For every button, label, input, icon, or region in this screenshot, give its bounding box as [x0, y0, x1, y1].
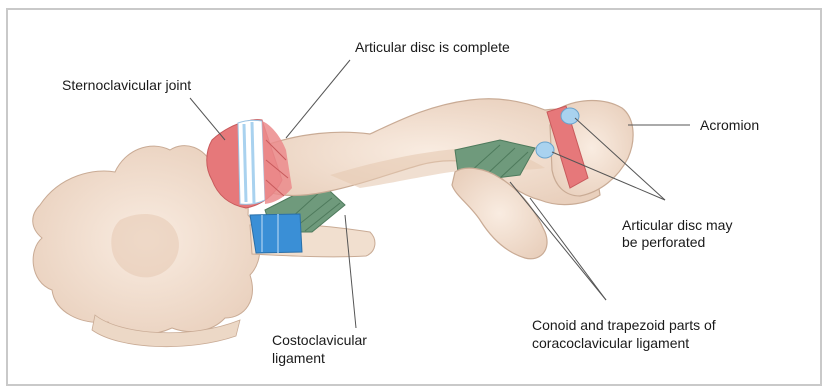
label-coracoclavicular-1: Conoid and trapezoid parts of	[532, 317, 716, 333]
leader-articular-disc-complete	[286, 60, 350, 138]
anterior-sternoclavicular-band	[250, 214, 302, 253]
label-coracoclavicular-2: coracoclavicular ligament	[532, 335, 689, 351]
ac-disc-lower	[536, 142, 554, 158]
joint-capsule-lateral	[262, 121, 292, 204]
label-sternoclavicular-joint: Sternoclavicular joint	[62, 77, 191, 93]
label-acromion: Acromion	[700, 117, 759, 133]
label-costoclavicular-1: Costoclavicular	[272, 332, 367, 348]
label-articular-disc-perforated-2: be perforated	[622, 234, 705, 250]
label-costoclavicular-2: ligament	[272, 350, 325, 366]
label-articular-disc-perforated-1: Articular disc may	[622, 217, 732, 233]
label-articular-disc-complete: Articular disc is complete	[355, 39, 510, 55]
ac-disc-upper	[561, 108, 579, 124]
leader-sternoclavicular	[190, 98, 225, 140]
